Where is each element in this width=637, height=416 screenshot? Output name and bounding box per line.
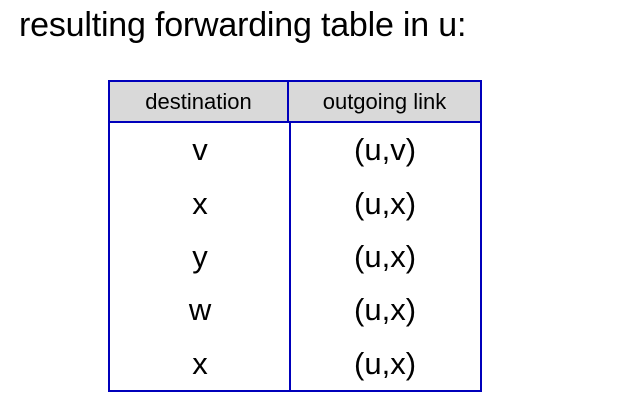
table-body: v (u,v) x (u,x) y (u,x) w (u,x) x (u,x) <box>110 123 480 390</box>
cell-outgoing-link: (u,x) <box>354 292 417 328</box>
cell-outgoing-link: (u,x) <box>354 238 417 274</box>
table-row: x (u,x) <box>110 176 480 229</box>
forwarding-table: destination outgoing link v (u,v) x (u,x… <box>108 80 482 392</box>
page-title: resulting forwarding table in u: <box>19 6 467 44</box>
cell-destination: y <box>192 238 208 274</box>
cell-destination: x <box>192 185 208 221</box>
cell-outgoing-link: (u,x) <box>354 185 417 221</box>
column-header-destination: destination <box>110 82 289 121</box>
column-divider <box>289 123 291 390</box>
cell-destination: w <box>188 292 212 328</box>
table-row: y (u,x) <box>110 230 480 283</box>
cell-outgoing-link: (u,x) <box>354 345 417 381</box>
table-row: x (u,x) <box>110 337 480 390</box>
table-row: w (u,x) <box>110 283 480 336</box>
table-header-row: destination outgoing link <box>110 82 480 123</box>
cell-outgoing-link: (u,v) <box>354 132 417 168</box>
cell-destination: v <box>192 132 208 168</box>
column-header-outgoing-link: outgoing link <box>289 82 480 121</box>
table-row: v (u,v) <box>110 123 480 176</box>
cell-destination: x <box>192 345 208 381</box>
